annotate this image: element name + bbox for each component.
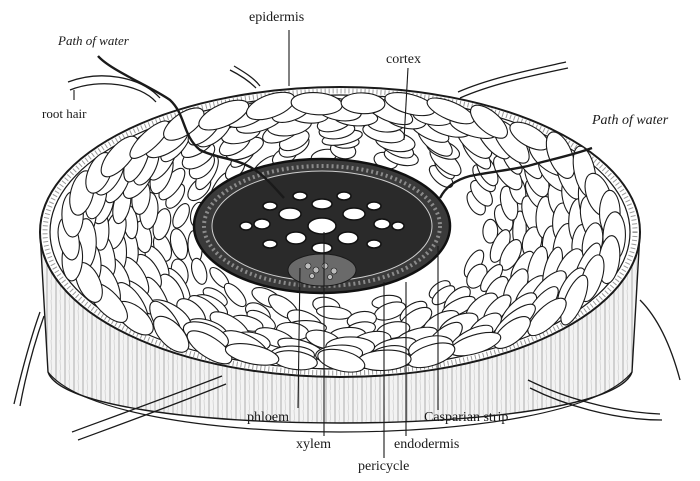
xylem-vessel [293, 192, 307, 200]
label-epidermis: epidermis [249, 11, 304, 25]
xylem-vessel [367, 202, 381, 210]
root-hair-left-side [14, 312, 40, 404]
root-hair-right-side [640, 300, 680, 380]
xylem-vessel [240, 222, 252, 230]
phloem-patch [288, 254, 356, 286]
xylem-vessel [338, 232, 358, 244]
xylem-vessel [286, 232, 306, 244]
xylem-vessel [343, 208, 365, 220]
xylem-vessel [308, 218, 336, 234]
xylem-vessel [312, 243, 332, 253]
label-path-of-water-right: Path of water [592, 114, 668, 128]
xylem-vessel [254, 219, 270, 229]
label-endodermis: endodermis [394, 438, 459, 452]
label-path-of-water-left: Path of water [58, 34, 129, 47]
xylem-vessel [263, 240, 277, 248]
label-xylem: xylem [296, 438, 331, 452]
xylem-vessel [279, 208, 301, 220]
xylem-vessel [337, 192, 351, 200]
label-root-hair: root hair [42, 107, 86, 120]
xylem-vessel [392, 222, 404, 230]
xylem-vessel [367, 240, 381, 248]
xylem-vessel [374, 219, 390, 229]
stele [194, 159, 450, 293]
xylem-vessel [312, 199, 332, 209]
root-hair-top-right [458, 62, 566, 92]
label-cortex: cortex [386, 53, 421, 67]
xylem-vessel [263, 202, 277, 210]
label-pericycle: pericycle [358, 460, 409, 474]
label-phloem: phloem [247, 411, 289, 425]
label-casparian-strip: Casparian strip [424, 411, 508, 425]
